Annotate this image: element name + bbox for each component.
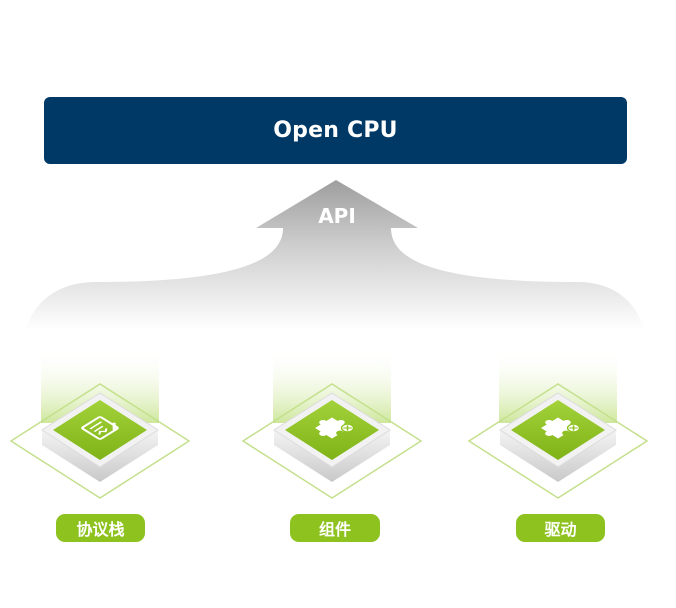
base-outline	[467, 383, 649, 499]
module-label-drivers: 驱动	[516, 514, 605, 542]
module-label-text: 组件	[318, 520, 351, 539]
module-drivers	[467, 348, 649, 499]
block-side	[42, 430, 158, 482]
base-outline	[9, 383, 191, 499]
module-components	[241, 348, 423, 499]
puzzle-piece-icon	[315, 417, 355, 439]
green-tile	[53, 400, 147, 460]
puzzle-piece-icon	[541, 417, 581, 439]
block-side	[500, 430, 616, 482]
api-arrow	[26, 180, 644, 330]
module-label-components: 组件	[290, 514, 380, 542]
module-label-text: 协议栈	[76, 520, 125, 539]
document-pen-icon	[81, 416, 119, 440]
module-label-protocol-stack: 协议栈	[56, 514, 145, 542]
module-label-text: 驱动	[544, 520, 577, 539]
open-cpu-banner: Open CPU	[44, 97, 627, 164]
base-outline	[241, 383, 423, 499]
open-cpu-label: Open CPU	[273, 118, 398, 143]
api-label: API	[318, 204, 356, 228]
block-side	[274, 430, 390, 482]
module-protocol-stack	[9, 348, 191, 499]
